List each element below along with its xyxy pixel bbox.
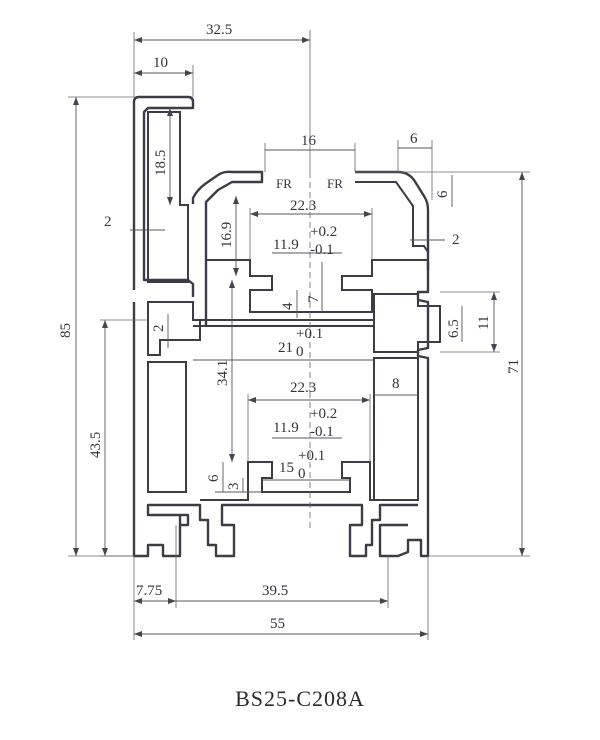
dim-total-height: 85 (58, 323, 74, 338)
bottom-left-foot (180, 513, 190, 527)
dim-lip-6-top: 6 (410, 131, 418, 147)
dim-6-bottom: 6 (206, 474, 222, 482)
dim-upper-width: 22.3 (290, 198, 316, 214)
center-lower-channel (200, 461, 418, 501)
top-right-hook (355, 170, 430, 270)
dim-wall-2-left: 2 (104, 214, 112, 230)
dimension-lines (68, 30, 530, 640)
dim-upper-tol-width: 11.9 (273, 237, 299, 253)
dim-lower-width: 22.3 (290, 380, 316, 396)
dim-tol-plus: +0.2 (310, 224, 337, 240)
annotation-fr-right: FR (327, 176, 343, 191)
dim-lower-height: 43.5 (88, 432, 104, 458)
arrowheads (73, 37, 525, 637)
profile-outline (132, 95, 441, 558)
dim-flange-width: 10 (153, 55, 168, 71)
center-divider (193, 319, 374, 327)
center-upper-channel (206, 259, 428, 313)
dim-15-tol-zero: 0 (298, 466, 306, 482)
dim-lower-tol-plus: +0.2 (310, 406, 337, 422)
dim-21-tol-plus: +0.1 (296, 326, 323, 342)
left-upper-chamber (147, 111, 189, 283)
dim-inner-height: 16.9 (219, 222, 235, 248)
dim-lower-tol-width: 11.9 (273, 420, 299, 436)
dim-lower-tol-minus: -0.1 (310, 424, 334, 440)
left-lower-chamber (147, 361, 187, 493)
part-code-caption: BS25-C208A (235, 686, 365, 711)
dim-7: 7 (306, 295, 322, 303)
dim-4: 4 (280, 302, 296, 310)
dim-3: 3 (226, 483, 242, 491)
annotation-fr-left: FR (276, 176, 292, 191)
top-right-hook-inner (355, 181, 429, 253)
dim-bottom-7-75: 7.75 (136, 583, 162, 599)
dim-bottom-39-5: 39.5 (262, 583, 288, 599)
dim-lip-6-side: 6 (435, 190, 451, 198)
dim-opening-16: 16 (301, 133, 317, 149)
dim-tol-minus: -0.1 (310, 242, 334, 258)
dim-top-width: 32.5 (206, 22, 232, 38)
left-middle-chamber (147, 301, 201, 356)
dim-left-wall-2: 2 (151, 325, 167, 333)
left-lower-column (132, 302, 193, 558)
dim-15: 15 (279, 460, 294, 476)
left-column-outline (132, 95, 195, 297)
dim-wall-2-right: 2 (452, 232, 460, 248)
dim-height-34-1: 34.1 (215, 360, 231, 386)
dim-right-slot-inner: 6.5 (446, 319, 462, 338)
dimension-labels: 32.5 10 18.5 2 85 16 6 6 2 71 16.9 22.3 … (58, 22, 522, 632)
dim-right-slot-outer: 11 (476, 316, 492, 330)
dim-8: 8 (392, 376, 400, 392)
dim-21: 21 (278, 340, 293, 356)
dim-21-tol-zero: 0 (296, 344, 304, 360)
right-slot (373, 293, 441, 353)
top-left-hook (191, 170, 264, 325)
dim-left-slot-height: 18.5 (153, 150, 169, 176)
dim-right-height: 71 (506, 359, 522, 374)
dim-total-width: 55 (270, 616, 285, 632)
bottom-base (193, 503, 418, 558)
dim-15-tol-plus: +0.1 (298, 448, 325, 464)
